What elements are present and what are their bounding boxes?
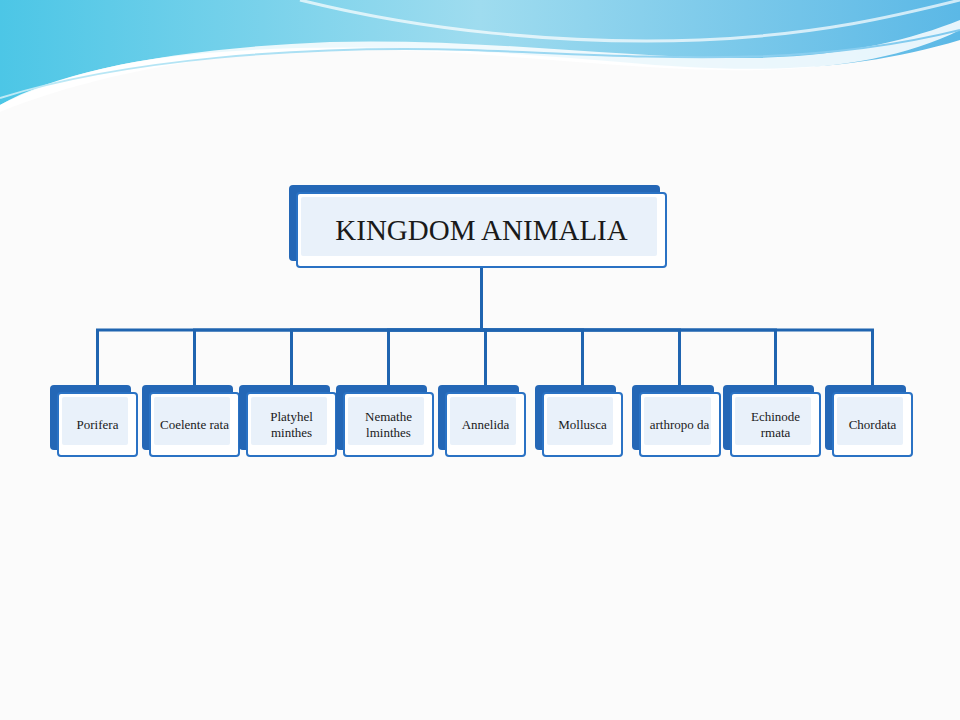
- tree-connector: [292, 268, 482, 392]
- phylum-label: arthropo da: [650, 417, 710, 433]
- phylum-label: Nemathe lminthes: [349, 409, 428, 440]
- phylum-box: Mollusca: [542, 392, 623, 457]
- tree-connector: [389, 268, 482, 392]
- phylum-label: Mollusca: [558, 417, 606, 433]
- phylum-label: Porifera: [77, 417, 119, 433]
- phylum-label: Annelida: [462, 417, 510, 433]
- wave-thin-line: [0, 30, 960, 98]
- tree-connector: [195, 268, 482, 392]
- phylum-box: Platyhel minthes: [246, 392, 337, 457]
- phylum-box: Nemathe lminthes: [343, 392, 434, 457]
- root-label: KINGDOM ANIMALIA: [335, 214, 627, 247]
- phylum-label: Echinode rmata: [736, 409, 815, 440]
- tree-connector: [482, 268, 873, 392]
- phylum-box: arthropo da: [639, 392, 721, 457]
- phylum-label: Coelente rata: [160, 417, 229, 433]
- phylum-box: Annelida: [445, 392, 526, 457]
- root-box: KINGDOM ANIMALIA: [296, 192, 667, 268]
- phylum-box: Coelente rata: [149, 392, 240, 457]
- phylum-label: Chordata: [849, 417, 897, 433]
- wave-thin-line: [300, 0, 960, 41]
- phylum-label: Platyhel minthes: [252, 409, 331, 440]
- tree-connector: [98, 268, 482, 392]
- phylum-box: Echinode rmata: [730, 392, 821, 457]
- phylum-box: Chordata: [832, 392, 913, 457]
- phylum-box: Porifera: [57, 392, 138, 457]
- wave-swoosh: [0, 20, 960, 112]
